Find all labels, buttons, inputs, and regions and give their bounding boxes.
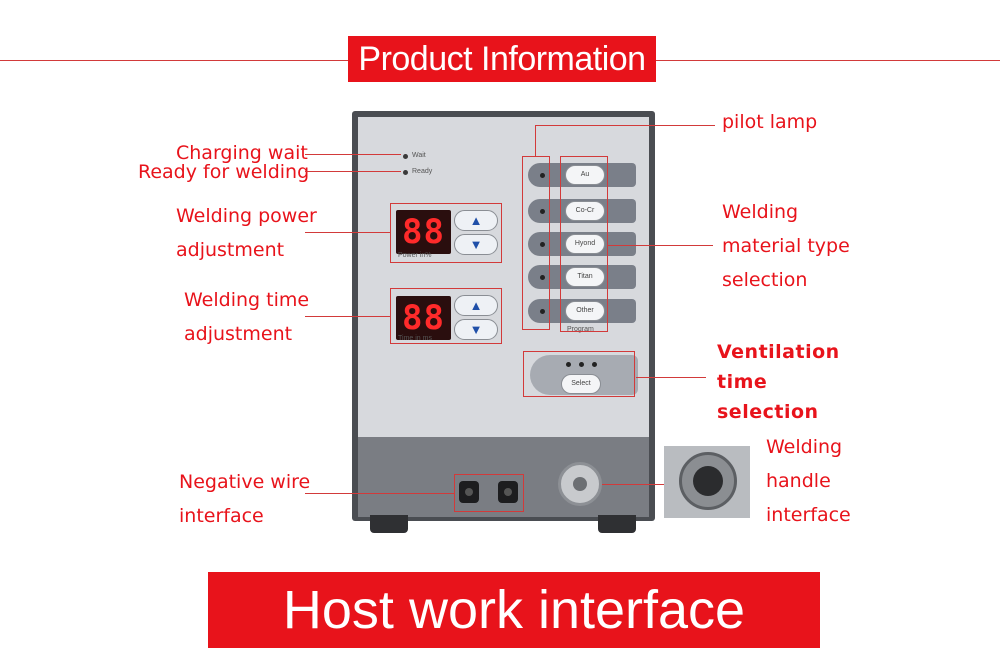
- material-other-button[interactable]: Other: [565, 301, 605, 321]
- wait-lamp: [403, 154, 408, 159]
- wait-lamp-label: Wait: [412, 152, 426, 159]
- material-lamp-3: [540, 242, 545, 247]
- leader-negative-wire: [305, 493, 454, 494]
- power-display: 88: [396, 210, 451, 254]
- ventilation-select-button[interactable]: Select: [561, 374, 601, 394]
- label-welding-power-2: adjustment: [176, 239, 285, 261]
- material-lamp-5: [540, 309, 545, 314]
- arrow-down-icon: ▼: [469, 322, 483, 337]
- ready-lamp: [403, 170, 408, 175]
- connector-socket-icon: [679, 452, 737, 510]
- time-highlight-box: [390, 288, 502, 344]
- negative-jack-1: [459, 481, 479, 503]
- footer-banner: Host work interface: [208, 572, 820, 648]
- header-rule-right: [656, 60, 1000, 61]
- ventilation-lamp-1: [566, 362, 571, 367]
- label-ventilation-1: Ventilation: [717, 341, 840, 363]
- material-titan-button[interactable]: Titan: [565, 267, 605, 287]
- label-welding-time-2: adjustment: [184, 323, 293, 345]
- connector-cap-icon: [573, 477, 587, 491]
- material-lamp-2: [540, 209, 545, 214]
- leader-material: [608, 245, 713, 246]
- leader-pilot-lamp: [535, 125, 715, 126]
- arrow-up-icon: ▲: [469, 298, 483, 313]
- material-lamp-4: [540, 275, 545, 280]
- page-title: Product Information: [348, 36, 656, 82]
- label-ready-for-welding: Ready for welding: [138, 161, 310, 183]
- leader-ventilation: [636, 377, 706, 378]
- power-caption: Power in%: [398, 252, 432, 259]
- program-label: Program: [567, 326, 594, 333]
- label-negative-wire-1: Negative wire: [179, 471, 311, 493]
- label-ventilation-3: selection: [717, 401, 819, 423]
- leader-welding-power: [305, 232, 390, 233]
- ready-lamp-label: Ready: [412, 168, 433, 175]
- time-caption: Time in ms: [398, 335, 432, 342]
- leader-pilot-lamp-drop: [535, 125, 536, 156]
- device-foot-left: [370, 515, 408, 533]
- label-negative-wire-2: interface: [179, 505, 264, 527]
- label-pilot-lamp: pilot lamp: [722, 111, 818, 133]
- lamp-highlight-box: [522, 156, 550, 330]
- leader-welding-time: [305, 316, 390, 317]
- material-co-cr-button[interactable]: Co-Cr: [565, 201, 605, 221]
- device-foot-right: [598, 515, 636, 533]
- connector-pins-icon: [693, 466, 723, 496]
- label-handle-1: Welding: [766, 436, 843, 458]
- leader-charging-wait: [305, 154, 401, 155]
- power-highlight-box: [390, 203, 502, 263]
- label-material-3: selection: [722, 269, 808, 291]
- label-welding-power-1: Welding power: [176, 205, 317, 227]
- leader-handle: [602, 484, 664, 485]
- label-material-2: material type: [722, 235, 850, 257]
- ventilation-lamp-3: [592, 362, 597, 367]
- time-down-button[interactable]: ▼: [454, 319, 498, 340]
- time-up-button[interactable]: ▲: [454, 295, 498, 316]
- ventilation-highlight-box: [523, 351, 635, 397]
- negative-jack-2: [498, 481, 518, 503]
- time-display: 88: [396, 296, 451, 340]
- material-lamp-1: [540, 173, 545, 178]
- ventilation-lamp-2: [579, 362, 584, 367]
- header-rule-left: [0, 60, 348, 61]
- power-down-button[interactable]: ▼: [454, 234, 498, 255]
- label-ventilation-2: time: [717, 371, 768, 393]
- label-handle-2: handle: [766, 470, 831, 492]
- handle-connector: [558, 462, 602, 506]
- negative-highlight-box: [454, 474, 524, 512]
- arrow-up-icon: ▲: [469, 213, 483, 228]
- label-welding-time-1: Welding time: [184, 289, 310, 311]
- label-charging-wait: Charging wait: [176, 142, 308, 164]
- label-handle-3: interface: [766, 504, 851, 526]
- power-up-button[interactable]: ▲: [454, 210, 498, 231]
- handle-connector-closeup: [664, 446, 750, 518]
- label-material-1: Welding: [722, 201, 799, 223]
- material-hyond-button[interactable]: Hyond: [565, 234, 605, 254]
- material-au-button[interactable]: Au: [565, 165, 605, 185]
- material-highlight-box: [560, 156, 608, 332]
- arrow-down-icon: ▼: [469, 237, 483, 252]
- leader-ready: [305, 171, 401, 172]
